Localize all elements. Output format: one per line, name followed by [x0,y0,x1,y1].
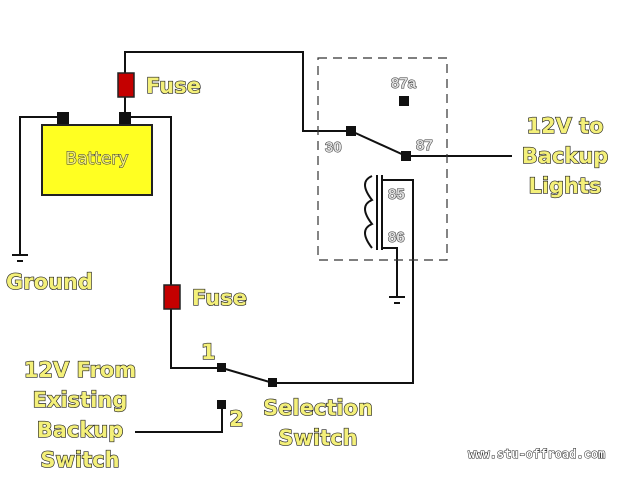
switch-position-2: 2 [229,407,244,431]
ground-label: Ground [6,270,93,294]
input-label-line1: 12V From [24,358,136,382]
switch-terminal-common [268,378,277,387]
input-label-line3: Backup [37,418,124,442]
wire-battery-to-relay-30 [124,51,351,132]
switch-terminal-2 [217,400,226,409]
switch-blade [221,367,274,384]
pin-86-label: 86 [388,229,405,246]
terminal-30 [346,126,356,136]
input-label-line4: Switch [40,448,119,472]
switch-terminal-1 [217,363,226,372]
switch-label-line2: Switch [278,426,357,450]
fuse-mid-label: Fuse [192,286,247,310]
battery-terminal-negative [57,112,69,125]
pin-30-label: 30 [325,139,342,156]
battery-terminal-positive [119,112,131,125]
pin-87-label: 87 [416,137,433,154]
switch-position-1: 1 [201,340,216,364]
fuse-mid [163,284,181,310]
wire-battery-to-ground [19,116,63,255]
fuse-top [117,72,135,98]
battery-label: Battery [66,149,129,169]
wire-switch-to-relay-85 [273,179,414,384]
ground-symbol-left [12,254,28,262]
fuse-top-label: Fuse [146,74,201,98]
wire-input-to-switch-2 [135,405,223,433]
ground-symbol-relay [389,296,405,304]
output-label-line1: 12V to [526,114,603,138]
terminal-87 [401,151,411,161]
wire-battery-to-switch [131,116,222,369]
terminal-87a [399,96,409,106]
website-watermark: www.stu-offroad.com [468,447,605,461]
output-label-line3: Lights [528,174,601,198]
relay-coil-icon [364,175,383,250]
battery [41,124,153,196]
relay-box [317,57,448,261]
pin-87a-label: 87a [391,75,417,92]
relay-contact-arm [350,130,407,157]
switch-label-line1: Selection [263,396,373,420]
wires [19,51,512,433]
output-label-line2: Backup [522,144,609,168]
wire-relay-86-to-ground [383,247,398,297]
pin-85-label: 85 [388,186,405,203]
input-label-line2: Existing [33,388,128,412]
